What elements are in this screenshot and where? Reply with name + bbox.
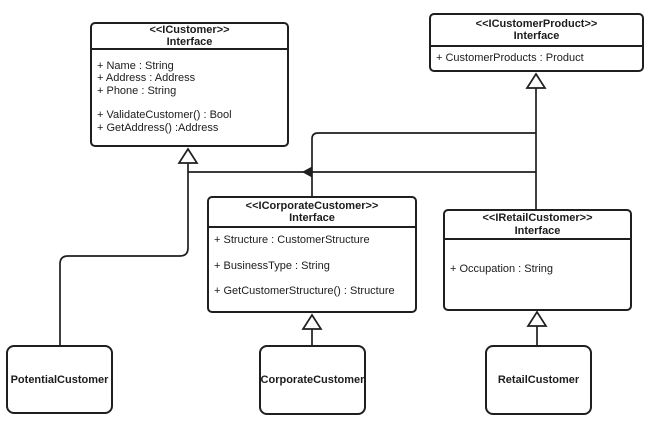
connector-line xyxy=(59,163,189,345)
generalization-to-icustomer xyxy=(59,147,536,345)
stereotype-label: <<ICustomerProduct>> xyxy=(475,17,598,30)
interface-box-icorporatecustomer: <<ICorporateCustomer>> Interface + Struc… xyxy=(207,196,417,313)
class-name-label: PotentialCustomer xyxy=(10,373,109,386)
operation-line: + GetAddress() :Address xyxy=(97,121,219,134)
classifier-label: Interface xyxy=(514,224,561,237)
stereotype-label: <<ICorporateCustomer>> xyxy=(245,199,379,212)
operation-line: + GetCustomerStructure() : Structure xyxy=(214,285,395,297)
junction-arrow xyxy=(302,166,312,178)
classifier-label: Interface xyxy=(166,36,213,48)
operation-line: + ValidateCustomer() : Bool xyxy=(97,109,232,122)
attribute-line: + Address : Address xyxy=(97,72,196,85)
stereotype-label: <<ICustomer>> xyxy=(149,23,230,36)
class-box-corporatecustomer: CorporateCustomer xyxy=(259,345,366,415)
attribute-line: + Structure : CustomerStructure xyxy=(214,234,370,246)
attribute-line: + BusinessType : String xyxy=(214,259,330,272)
interface-header: <<ICustomerProduct>> Interface xyxy=(431,15,642,47)
class-box-retailcustomer: RetailCustomer xyxy=(485,345,592,415)
class-name-label: RetailCustomer xyxy=(497,374,580,386)
class-name-label: CorporateCustomer xyxy=(260,374,365,386)
interface-header: <<ICustomer>> Interface xyxy=(92,24,287,50)
attribute-line: + Name : String xyxy=(97,60,174,72)
attribute-line: + CustomerProducts : Product xyxy=(436,52,584,64)
connector-line xyxy=(311,132,536,196)
generalization-to-icustomerproduct xyxy=(311,72,547,209)
compartment-spacer xyxy=(97,97,282,109)
stereotype-label: <<IRetailCustomer>> xyxy=(482,212,593,224)
classifier-label: Interface xyxy=(513,30,560,42)
classifier-label: Interface xyxy=(289,212,335,224)
members-compartment: + Occupation : String xyxy=(445,240,630,277)
attribute-line: + Phone : String xyxy=(97,84,177,97)
members-compartment: + Name : String + Address : Address + Ph… xyxy=(92,50,287,134)
attribute-line: + Occupation : String xyxy=(450,263,554,275)
interface-box-icustomerproduct: <<ICustomerProduct>> Interface + Custome… xyxy=(429,13,644,72)
hollow-triangle-arrowhead xyxy=(177,147,199,164)
generalization-corporatecustomer-to-icorporatecustomer xyxy=(301,313,323,345)
members-compartment: + CustomerProducts : Product xyxy=(431,47,642,70)
interface-header: <<ICorporateCustomer>> Interface xyxy=(209,198,415,228)
members-compartment: + Structure : CustomerStructure + Busine… xyxy=(209,228,415,305)
generalization-retailcustomer-to-iretailcustomer xyxy=(526,310,548,345)
interface-box-icustomer: <<ICustomer>> Interface + Name : String … xyxy=(90,22,289,147)
interface-header: <<IRetailCustomer>> Interface xyxy=(445,211,630,240)
hollow-triangle-arrowhead xyxy=(301,313,323,330)
hollow-triangle-arrowhead xyxy=(525,72,547,89)
class-box-potentialcustomer: PotentialCustomer xyxy=(6,345,113,414)
hollow-triangle-arrowhead xyxy=(526,310,548,327)
interface-box-iretailcustomer: <<IRetailCustomer>> Interface + Occupati… xyxy=(443,209,632,311)
